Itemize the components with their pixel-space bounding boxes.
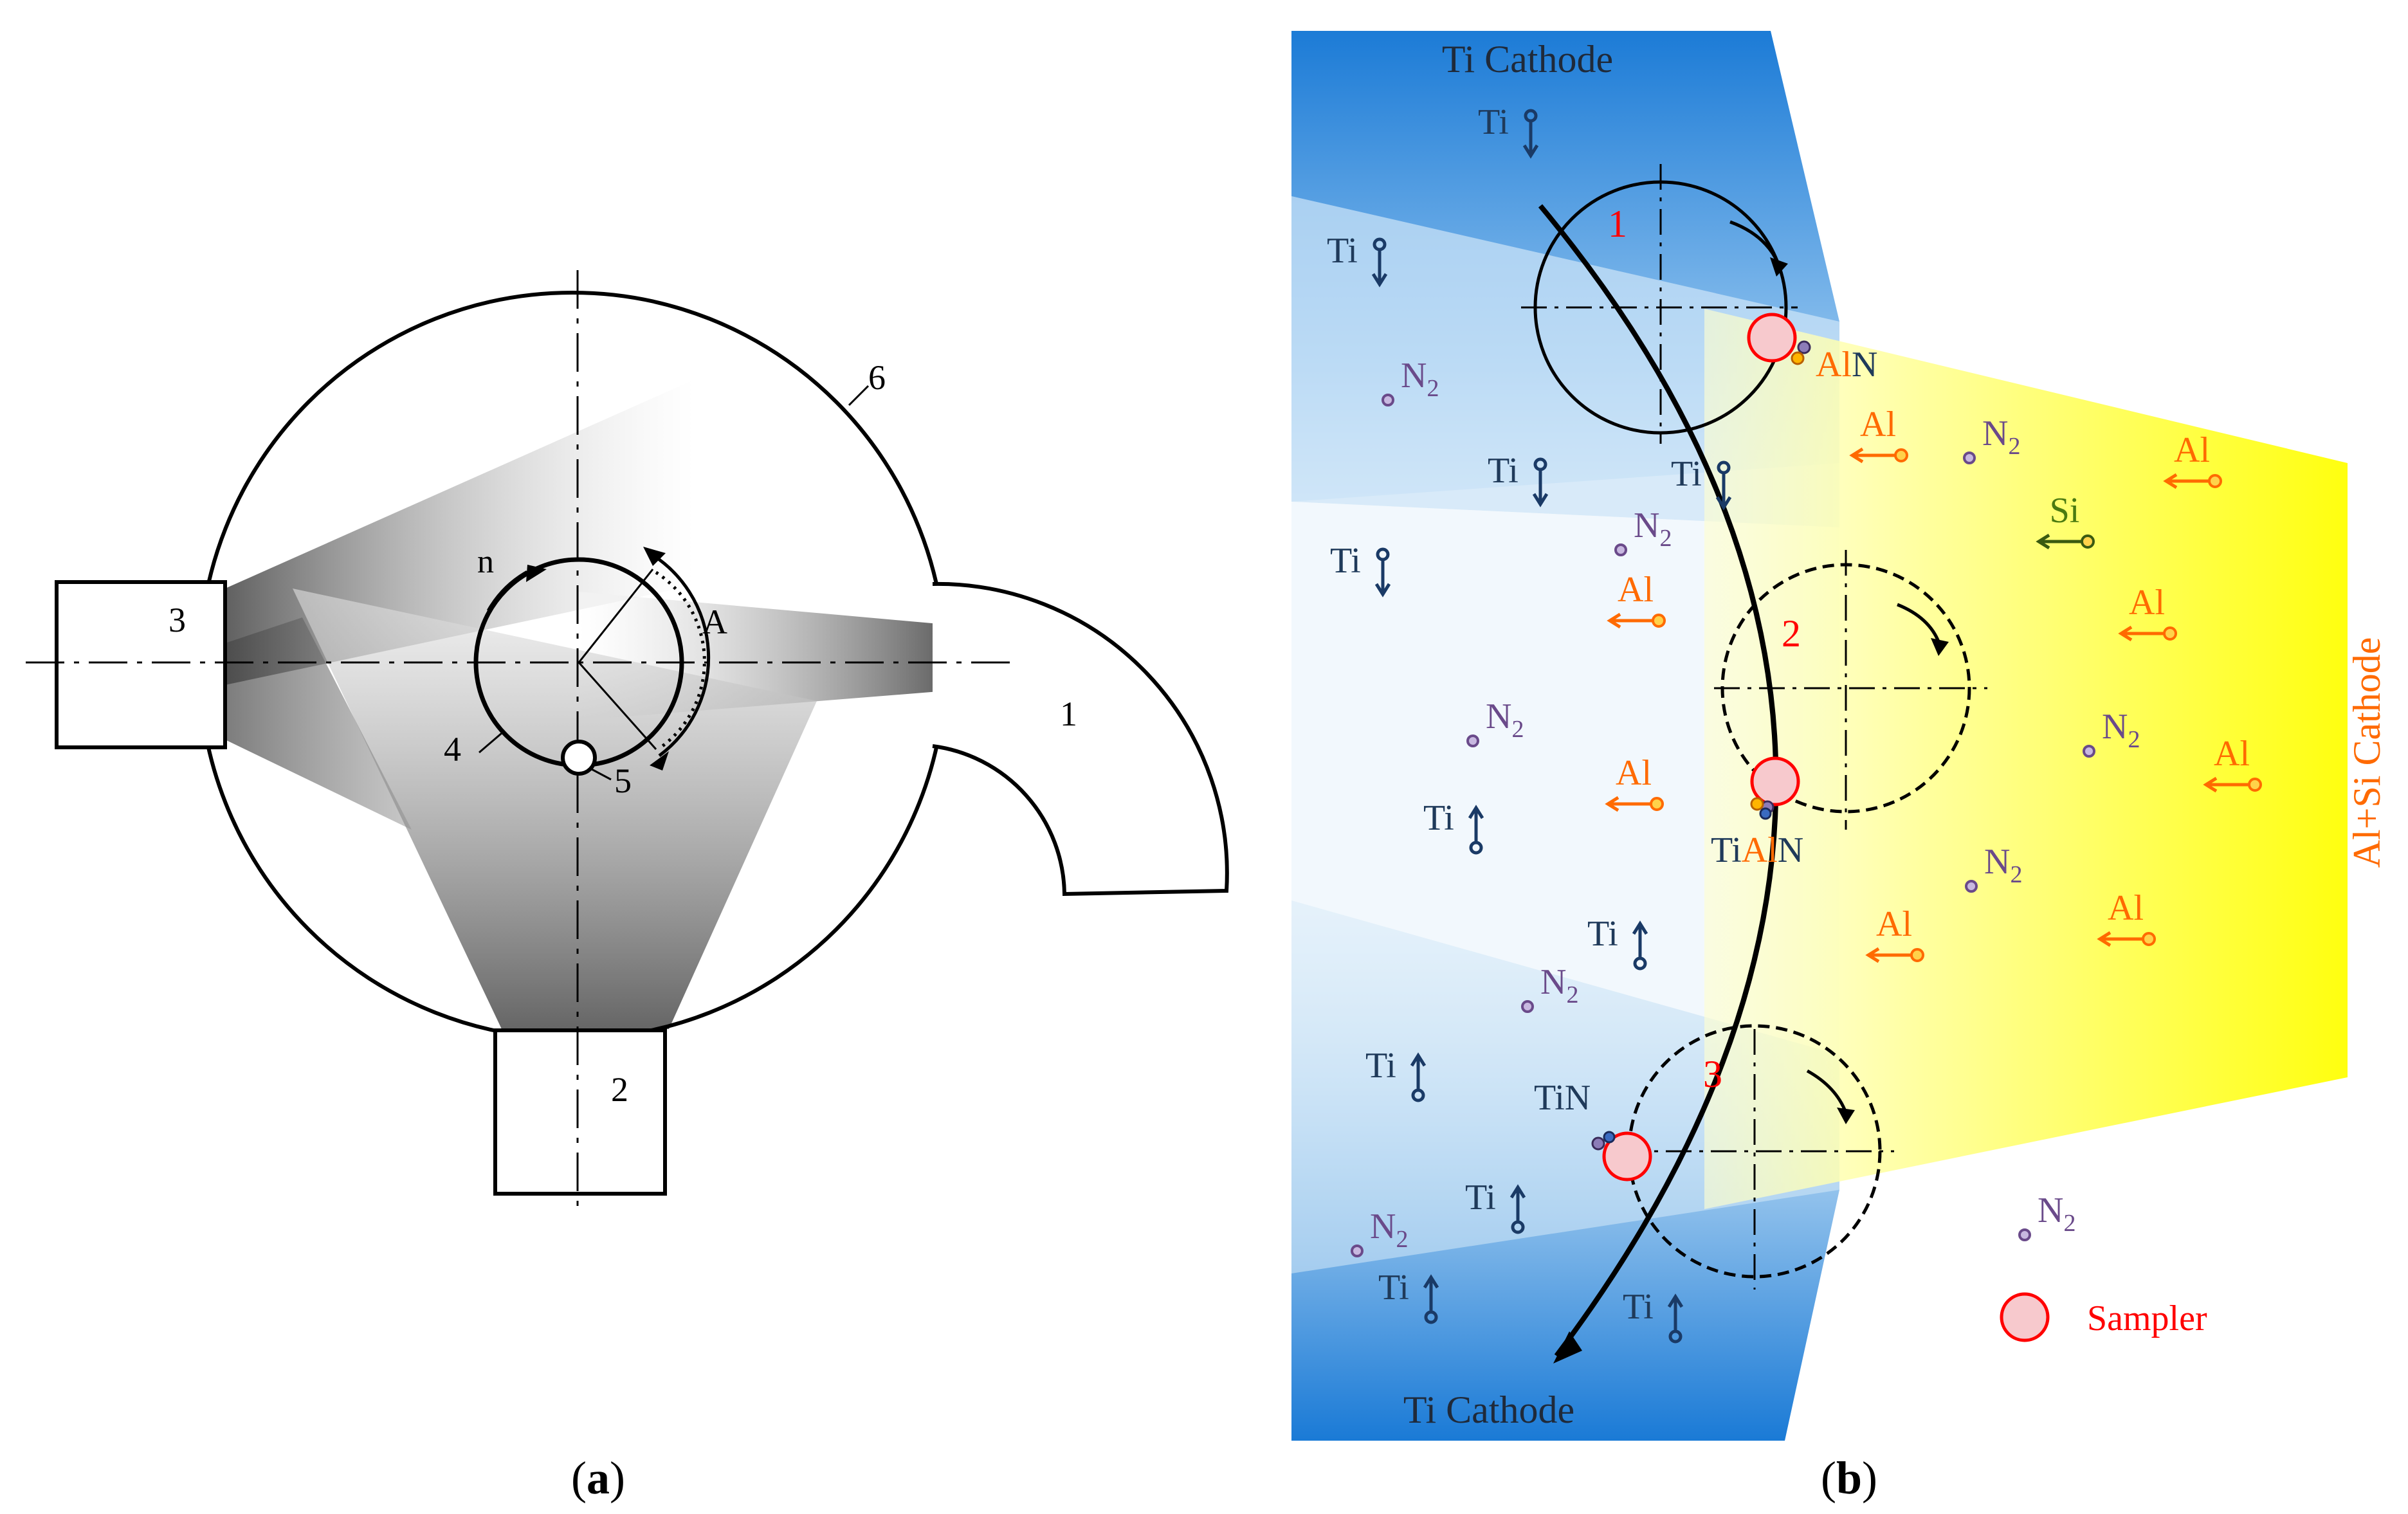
cathode-3-box bbox=[55, 580, 227, 749]
svg-text:Si: Si bbox=[2050, 491, 2080, 531]
al-ion-2: Al bbox=[1607, 570, 1666, 629]
panel-a-chamber-diagram: 3 2 1 6 4 5 n A (a) bbox=[26, 270, 1229, 1504]
svg-text:Al: Al bbox=[2129, 583, 2165, 623]
angle-arc-A bbox=[648, 551, 711, 758]
trajectory-arrowhead bbox=[1553, 1331, 1582, 1364]
svg-text:Ti: Ti bbox=[1623, 1287, 1654, 1327]
al-ion-6: Al bbox=[1865, 904, 1924, 963]
cathode-2-box bbox=[493, 1028, 667, 1196]
ti-ion-up-2: Ti bbox=[1365, 1046, 1427, 1102]
position-2-label: 2 bbox=[1782, 612, 1801, 655]
ti-cathode-bottom-label: Ti Cathode bbox=[1403, 1389, 1574, 1431]
ti-ion-up-3: Ti bbox=[1465, 1178, 1526, 1234]
ti-wedge-lower bbox=[1291, 900, 1839, 1273]
label-3: 3 bbox=[169, 601, 186, 639]
ti-cathode-top-label: Ti Cathode bbox=[1442, 38, 1613, 80]
ti-ion-down-3: Ti bbox=[1671, 454, 1732, 511]
al-ion-1: Al bbox=[2163, 430, 2222, 489]
sampler-1 bbox=[1747, 313, 1811, 365]
angle-arc-A-dotted bbox=[655, 570, 706, 747]
al-ion-3: Al bbox=[2118, 583, 2177, 642]
al-ion-4: Al bbox=[1605, 753, 1664, 812]
ti-ion-up-0: Ti bbox=[1423, 798, 1484, 855]
al-ion-7: Al bbox=[2097, 888, 2156, 947]
position-2: 2 bbox=[1714, 550, 1987, 830]
leader-5 bbox=[590, 767, 612, 781]
n2-molecule-7: N2 bbox=[2018, 1190, 2075, 1241]
n2-molecule-0: N2 bbox=[1382, 356, 1439, 406]
position-3-label: 3 bbox=[1703, 1053, 1722, 1095]
svg-text:Ti: Ti bbox=[1465, 1178, 1496, 1218]
legend-sampler-label: Sampler bbox=[2087, 1299, 2207, 1338]
label-1: 1 bbox=[1060, 695, 1077, 733]
ti-ion-up-5: Ti bbox=[1623, 1287, 1684, 1344]
svg-text:Al: Al bbox=[1616, 753, 1652, 793]
angle-arc-A-head-top bbox=[643, 547, 666, 566]
angle-line-upper bbox=[578, 569, 654, 663]
panel-b-plasma-diagram: 1 2 3 bbox=[1291, 31, 2388, 1504]
position-3: 3 bbox=[1621, 1024, 1894, 1290]
svg-text:Ti: Ti bbox=[1423, 798, 1454, 838]
ti-ion-up-1: Ti bbox=[1587, 914, 1648, 971]
sampler-2 bbox=[1750, 756, 1800, 820]
svg-text:Ti: Ti bbox=[1587, 914, 1618, 954]
rotation-arrow-n-head bbox=[526, 565, 547, 582]
svg-text:N2: N2 bbox=[2038, 1190, 2075, 1237]
leader-4 bbox=[479, 732, 502, 754]
coating-TiN: TiN bbox=[1534, 1078, 1591, 1118]
al-ion-0: Al bbox=[1849, 405, 1908, 464]
coating-TiAlN: TiAlN bbox=[1711, 830, 1803, 870]
svg-text:Al: Al bbox=[2214, 734, 2250, 774]
caption-a: (a) bbox=[571, 1452, 625, 1504]
rotation-arrow-n bbox=[486, 570, 529, 612]
plasma-fan-cathode-3-lower bbox=[225, 617, 412, 830]
ti-ion-up-4: Ti bbox=[1378, 1268, 1439, 1324]
position-1-label: 1 bbox=[1608, 203, 1627, 245]
ti-wedge-upper bbox=[1291, 196, 1839, 527]
svg-text:Ti: Ti bbox=[1488, 451, 1519, 491]
svg-text:Ti: Ti bbox=[1365, 1046, 1396, 1086]
svg-text:Ti: Ti bbox=[1378, 1268, 1409, 1308]
label-A: A bbox=[702, 603, 727, 641]
plasma-fan-cathode-2 bbox=[293, 588, 817, 1029]
label-n: n bbox=[477, 543, 494, 580]
ti-ion-down-4: Ti bbox=[1330, 541, 1391, 597]
svg-text:Ti: Ti bbox=[1327, 231, 1358, 271]
label-2: 2 bbox=[611, 1070, 628, 1109]
center-band bbox=[1291, 502, 1839, 1055]
svg-text:Al: Al bbox=[1876, 904, 1912, 944]
svg-text:Al: Al bbox=[1860, 405, 1896, 444]
svg-text:Ti: Ti bbox=[1671, 454, 1702, 494]
svg-text:Al: Al bbox=[2108, 888, 2144, 928]
label-5: 5 bbox=[614, 762, 632, 800]
ti-ion-down-0: Ti bbox=[1478, 102, 1539, 159]
svg-text:N2: N2 bbox=[1401, 356, 1439, 402]
caption-b: (b) bbox=[1821, 1452, 1877, 1504]
svg-text:Ti: Ti bbox=[1478, 102, 1509, 142]
coating-AlN: AlN bbox=[1816, 345, 1877, 385]
sample-circle bbox=[561, 740, 597, 776]
label-6: 6 bbox=[868, 358, 886, 397]
angle-line-lower bbox=[578, 662, 657, 750]
svg-text:Ti: Ti bbox=[1330, 541, 1361, 581]
legend: Sampler bbox=[2000, 1292, 2207, 1342]
sampler-3 bbox=[1591, 1131, 1652, 1181]
position-1: 1 bbox=[1521, 164, 1798, 444]
legend-sampler-marker bbox=[2000, 1292, 2050, 1342]
duct-1 bbox=[932, 581, 1229, 897]
ti-ion-down-1: Ti bbox=[1327, 231, 1388, 287]
al-si-plasma bbox=[1704, 309, 2348, 1209]
ti-ion-down-2: Ti bbox=[1488, 451, 1549, 507]
label-4: 4 bbox=[444, 730, 461, 769]
svg-text:Al: Al bbox=[1618, 570, 1654, 610]
al-ion-5: Al bbox=[2203, 734, 2262, 793]
svg-text:Al: Al bbox=[2174, 430, 2210, 470]
angle-arc-A-head-bottom bbox=[650, 751, 669, 771]
leader-6 bbox=[848, 385, 870, 406]
n2-molecule-1: N2 bbox=[1963, 414, 2020, 464]
si-ion-0: Si bbox=[2036, 491, 2095, 550]
al-si-cathode-label: Al+Si Cathode bbox=[2346, 637, 2388, 868]
